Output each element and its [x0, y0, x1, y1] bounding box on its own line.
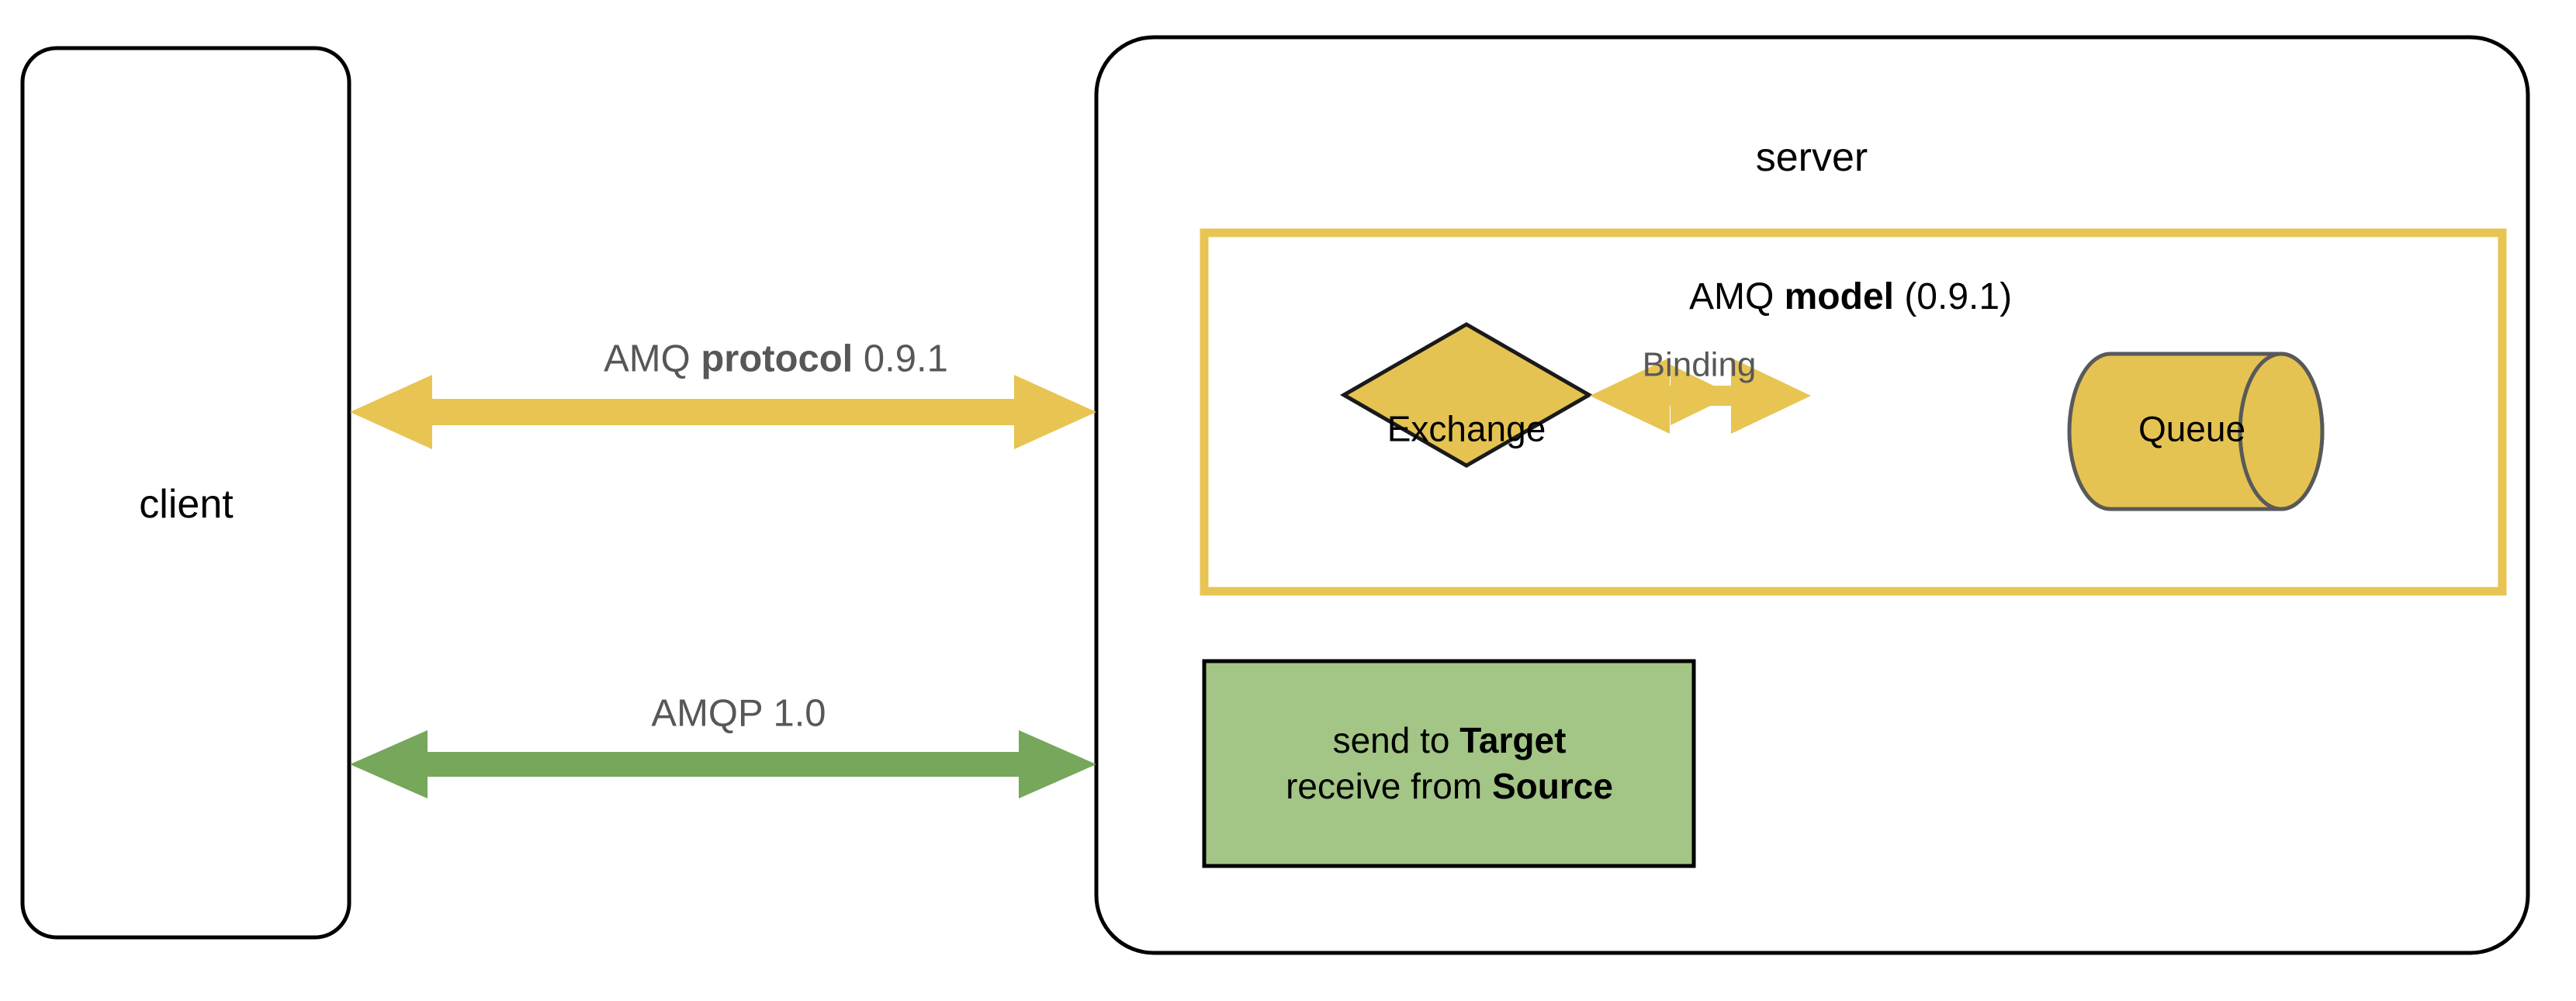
exchange-label: Exchange	[1387, 408, 1546, 449]
amq-protocol-bold: protocol	[701, 338, 853, 380]
green-box-text: send to Target receive from Source	[1286, 718, 1613, 809]
queue-node[interactable]	[2067, 352, 2325, 511]
exchange-node[interactable]	[1339, 322, 1594, 468]
binding-label: Binding	[1642, 345, 1757, 384]
amq-model-prefix: AMQ	[1688, 276, 1785, 318]
green-box-line-1: send to Target	[1286, 718, 1613, 764]
green-box-line-2-bold: Source	[1491, 766, 1613, 806]
amq-protocol-prefix: AMQ	[604, 338, 701, 380]
amqp-label: AMQP 1.0	[651, 692, 826, 735]
green-box-line-2-prefix: receive from	[1286, 766, 1492, 806]
queue-label: Queue	[2138, 408, 2246, 449]
green-box-line-1-bold: Target	[1459, 720, 1567, 761]
client-box[interactable]	[20, 46, 351, 940]
green-box[interactable]	[1202, 659, 1696, 868]
amq-model-suffix: (0.9.1)	[1893, 276, 2013, 318]
amq-protocol-suffix: 0.9.1	[853, 338, 948, 380]
client-label: client	[139, 481, 234, 527]
amq-model-bold: model	[1784, 276, 1894, 318]
amq-protocol-label: AMQ protocol 0.9.1	[604, 338, 948, 382]
server-label: server	[1755, 134, 1868, 180]
amqp-arrow[interactable]	[350, 730, 1096, 798]
green-box-line-2: receive from Source	[1286, 764, 1613, 809]
amq-model-label: AMQ model (0.9.1)	[1689, 275, 2012, 319]
binding-arrow-main[interactable]	[1590, 358, 1811, 434]
amq-protocol-arrow[interactable]	[350, 375, 1096, 449]
green-box-line-1-prefix: send to	[1332, 720, 1460, 761]
